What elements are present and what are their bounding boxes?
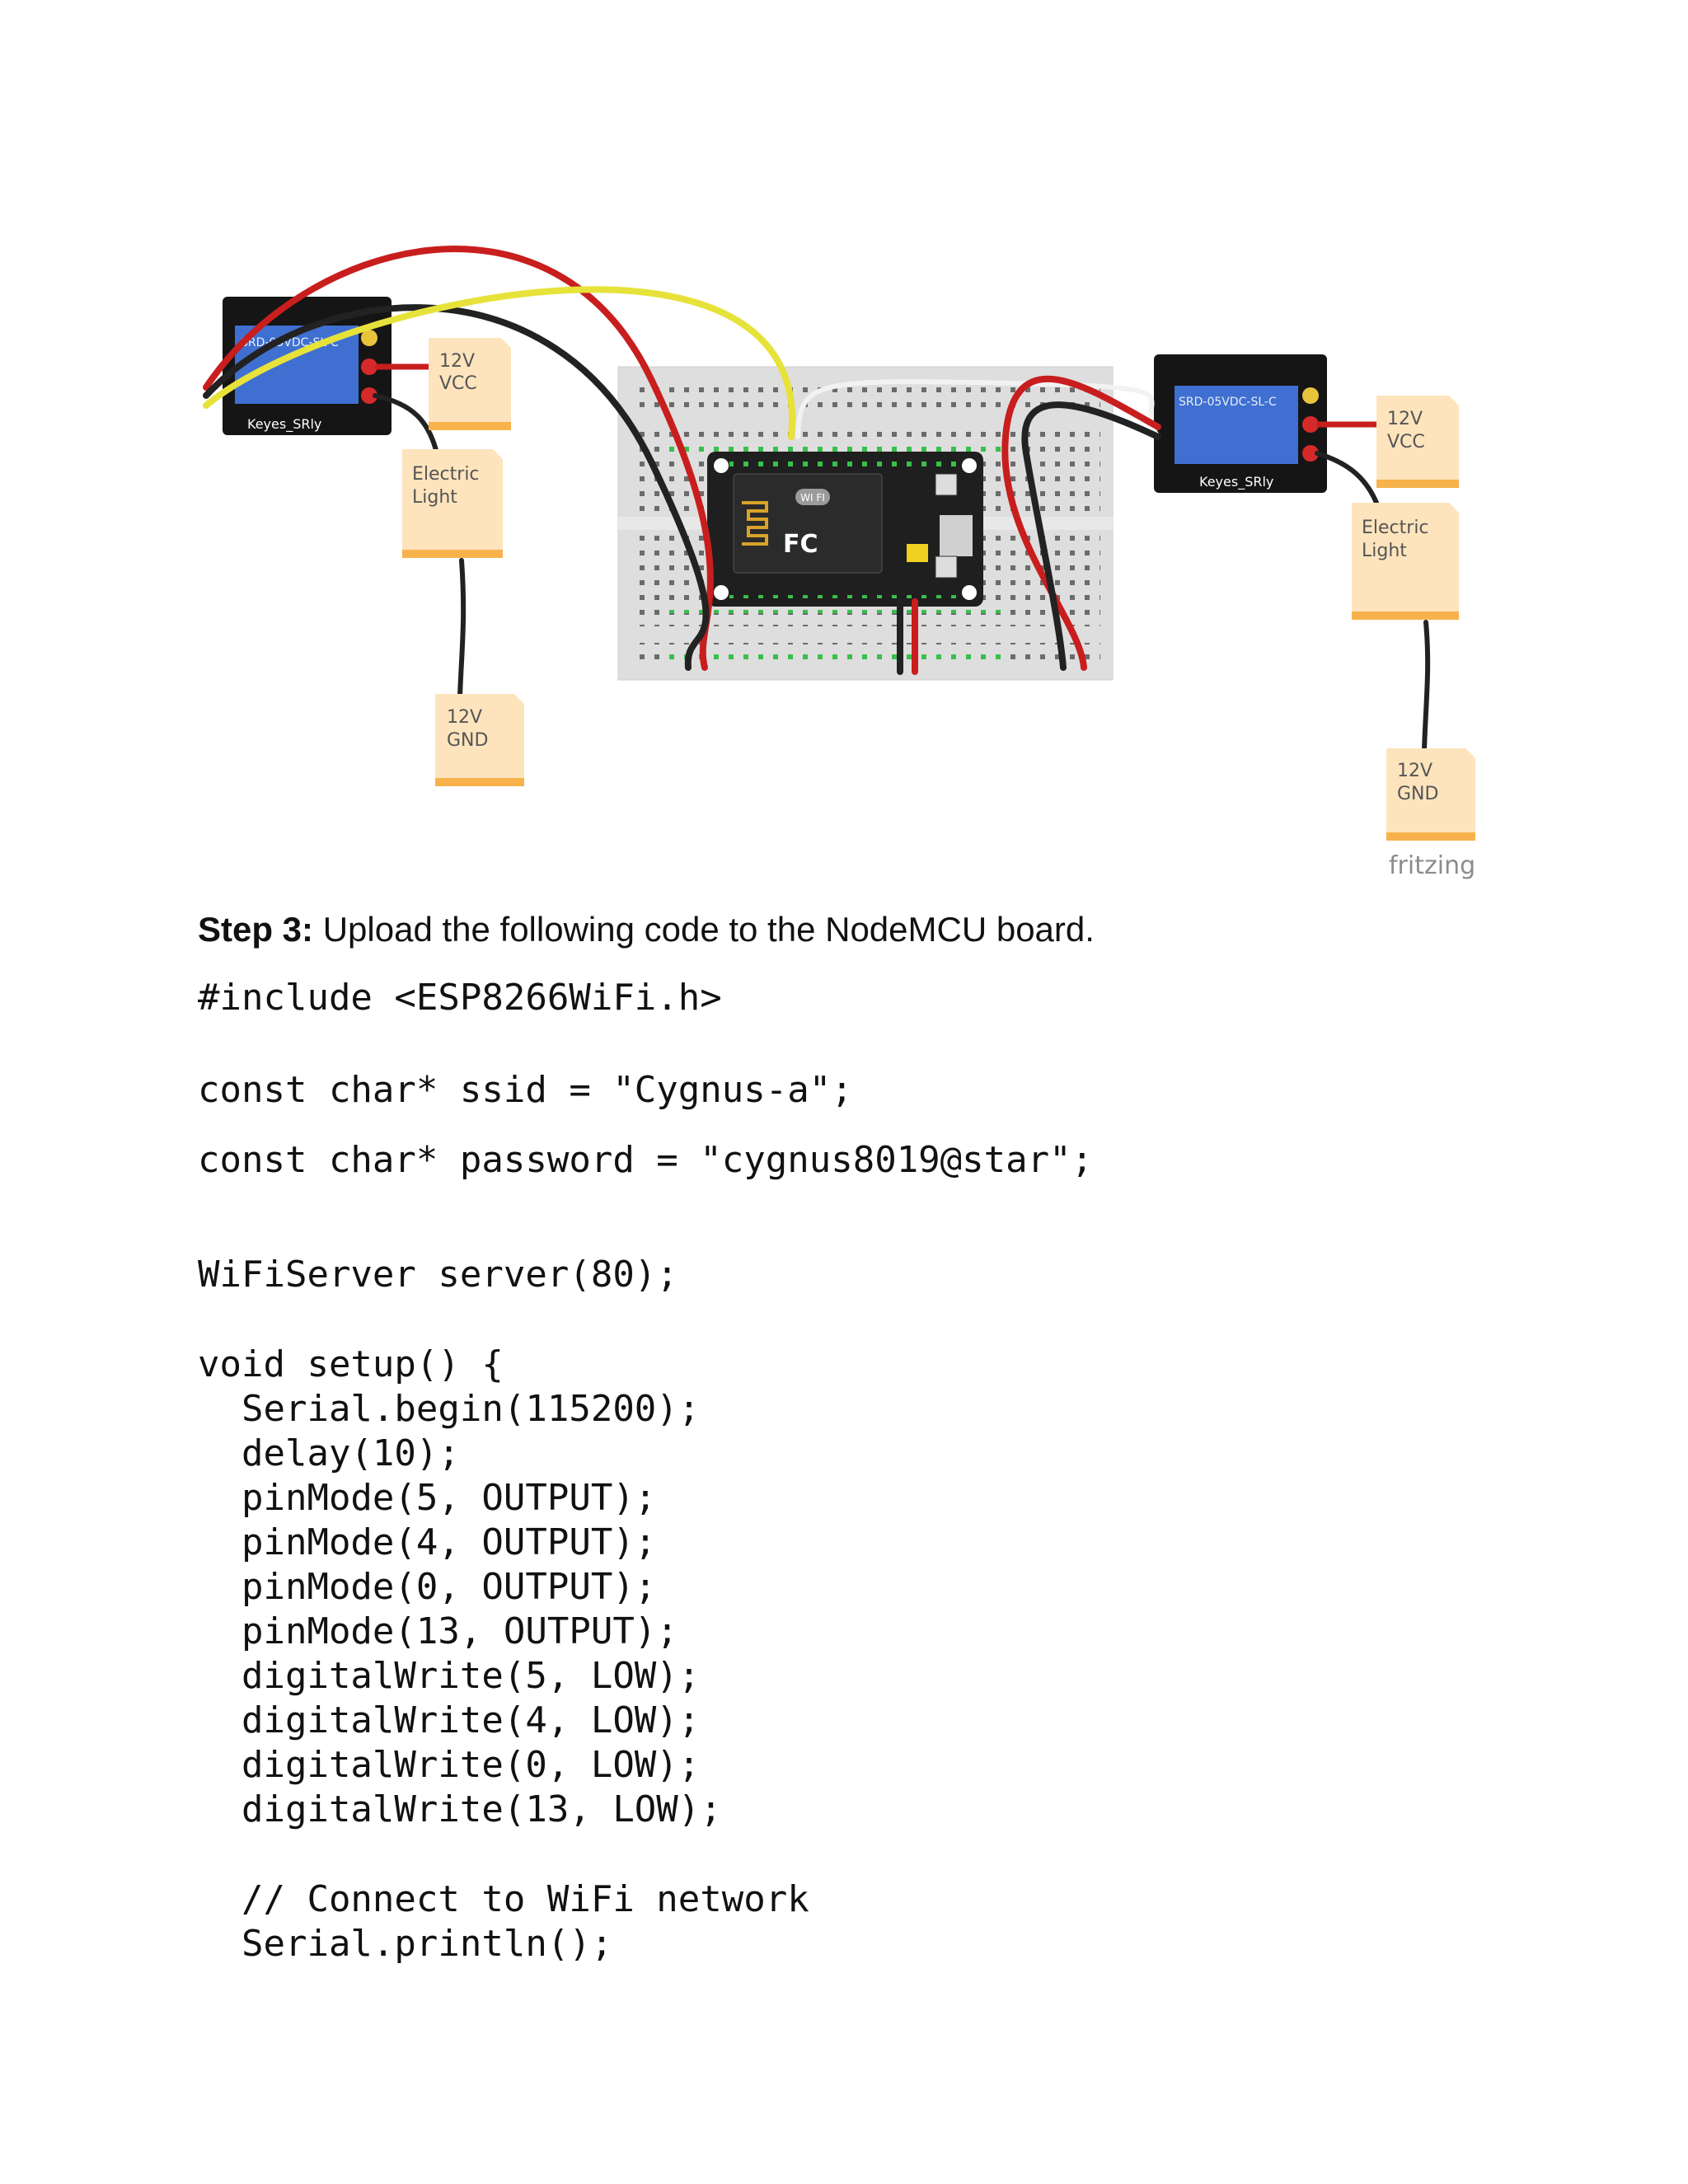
note-right-light: Electric Light: [1352, 503, 1459, 620]
note-left-vcc: 12V VCC: [429, 338, 511, 430]
relay-left-label: Keyes_SRly: [247, 416, 321, 433]
fritzing-brand: fritzing: [1389, 851, 1475, 880]
wifi-badge: WI FI: [800, 492, 825, 504]
code-line: digitalWrite(4, LOW);: [198, 1699, 701, 1741]
relay-right: SRD-05VDC-SL-C Keyes_SRly: [1154, 354, 1327, 493]
code-line: digitalWrite(5, LOW);: [198, 1655, 701, 1697]
code-line: const char* ssid = "Cygnus-a";: [198, 1069, 853, 1111]
code-line: digitalWrite(0, LOW);: [198, 1744, 701, 1786]
note-right-vcc: 12V VCC: [1376, 396, 1459, 488]
code-comment: // Connect to WiFi network: [198, 1878, 809, 1920]
svg-text:12V: 12V: [1397, 761, 1432, 781]
note-left-gnd: 12V GND: [435, 694, 524, 786]
svg-text:12V: 12V: [447, 707, 482, 728]
svg-text:Electric: Electric: [1362, 518, 1429, 538]
code-line: const char* password = "cygnus8019@star"…: [198, 1139, 1094, 1181]
note-right-gnd: 12V GND: [1386, 748, 1475, 841]
code-line: digitalWrite(13, LOW);: [198, 1788, 722, 1830]
svg-text:12V: 12V: [439, 351, 475, 372]
code-line: pinMode(0, OUTPUT);: [198, 1566, 657, 1608]
code-line: Serial.println();: [198, 1923, 613, 1965]
nodemcu-board: WI FI FC: [707, 452, 983, 607]
code-line: Serial.begin(115200);: [198, 1388, 701, 1430]
code-line: WiFiServer server(80);: [198, 1254, 678, 1296]
wiring-diagram-svg: WI FI FC SRD-05VDC-SL-C Keyes_SRly SRD-0…: [203, 246, 1475, 880]
note-left-light: Electric Light: [402, 449, 503, 558]
svg-text:VCC: VCC: [439, 373, 477, 394]
relay-right-model: SRD-05VDC-SL-C: [1179, 396, 1277, 409]
step-label: Step 3:: [198, 910, 314, 949]
svg-text:Light: Light: [412, 487, 457, 508]
wiring-diagram: WI FI FC SRD-05VDC-SL-C Keyes_SRly SRD-0…: [190, 190, 1508, 898]
step-instruction: Step 3: Upload the following code to the…: [198, 905, 1095, 954]
relay-right-label: Keyes_SRly: [1199, 474, 1273, 490]
relay-left: SRD-05VDC-SL-C Keyes_SRly: [223, 297, 392, 435]
svg-text:VCC: VCC: [1387, 432, 1425, 452]
code-line: pinMode(5, OUTPUT);: [198, 1477, 657, 1519]
code-line: void setup() {: [198, 1343, 504, 1385]
svg-text:Light: Light: [1362, 541, 1407, 561]
svg-text:GND: GND: [447, 730, 488, 751]
code-line: pinMode(13, OUTPUT);: [198, 1610, 678, 1652]
code-line: pinMode(4, OUTPUT);: [198, 1521, 657, 1563]
step-text: Upload the following code to the NodeMCU…: [313, 910, 1095, 949]
fc-mark: FC: [783, 530, 818, 559]
svg-text:12V: 12V: [1387, 409, 1423, 429]
svg-text:Electric: Electric: [412, 464, 480, 485]
svg-text:GND: GND: [1397, 784, 1438, 804]
wires: [203, 246, 1431, 752]
code-line: #include <ESP8266WiFi.h>: [198, 977, 722, 1019]
code-line: delay(10);: [198, 1432, 460, 1474]
